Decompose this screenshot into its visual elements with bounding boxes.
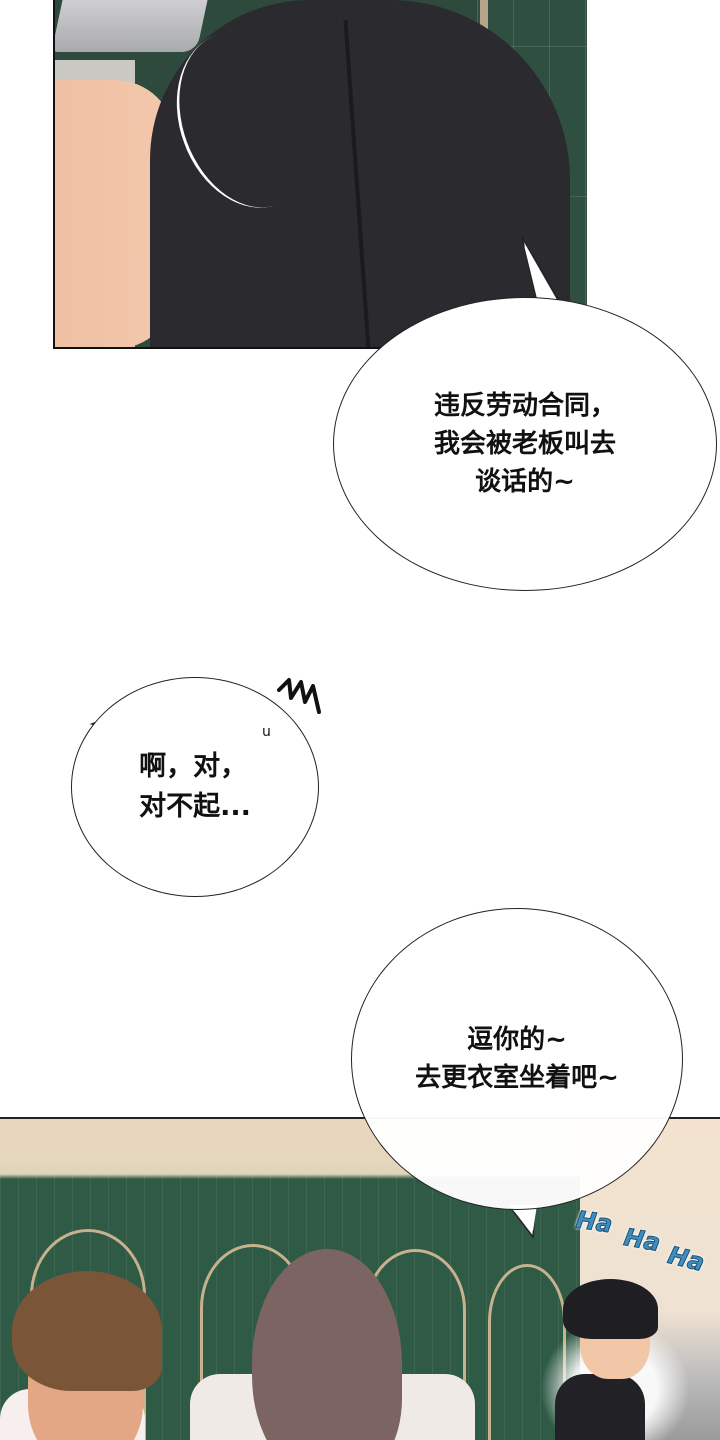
- bubble-tail: [508, 1205, 537, 1240]
- laughing-man-hair: [563, 1279, 658, 1339]
- speech-bubble-1: 违反劳动合同， 我会被老板叫去 谈话的~: [333, 297, 717, 591]
- comic-panel-bottom: [0, 1117, 720, 1440]
- scribble-sfx-icon: [277, 678, 321, 714]
- black-shirt-figure: [150, 0, 570, 347]
- bubble-text: 啊，对， 对不起...: [139, 751, 251, 822]
- bubble-text: 逗你的~ 去更衣室坐着吧~: [415, 1025, 619, 1093]
- left-man-hair: [12, 1271, 162, 1391]
- laugh-sfx: Ha: [621, 1223, 663, 1258]
- speech-bubble-3: 逗你的~ 去更衣室坐着吧~: [351, 908, 683, 1210]
- sweat-sfx: u: [262, 724, 271, 740]
- middle-man-hair: [252, 1249, 402, 1440]
- laugh-sfx: Ha: [574, 1205, 615, 1239]
- comic-panel-top: [53, 0, 587, 349]
- black-shirt-right: [555, 1374, 645, 1440]
- bubble-text: 违反劳动合同， 我会被老板叫去 谈话的~: [433, 391, 616, 497]
- speech-bubble-2: 啊，对， 对不起...: [71, 677, 319, 897]
- phone-image: [55, 0, 208, 52]
